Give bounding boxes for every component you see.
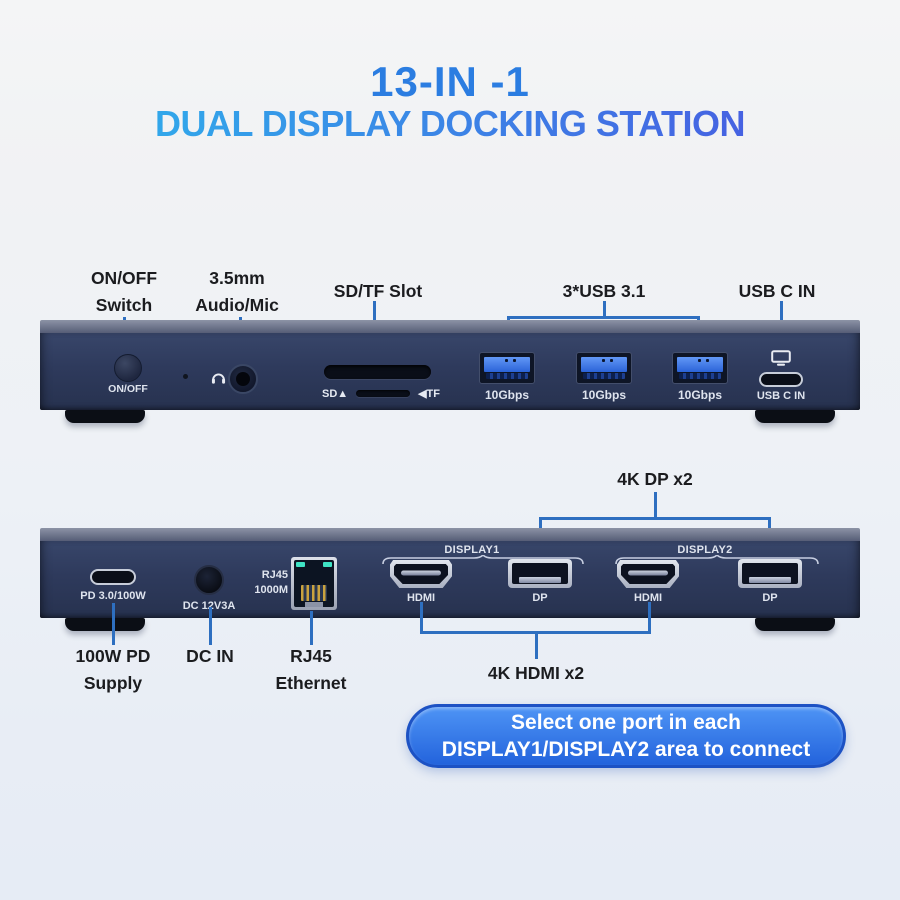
bracket-dp-horizontal <box>539 517 771 520</box>
bracket-hdmi-left <box>420 602 423 634</box>
led-indicator <box>183 374 188 379</box>
power-button-label: ON/OFF <box>108 383 148 395</box>
usb-contacts <box>679 373 721 379</box>
label-ethernet: Ethernet <box>275 673 347 693</box>
ethernet-port-inner <box>294 560 334 607</box>
dp-port-2 <box>738 559 802 588</box>
usb-c-in-port-label: USB C IN <box>756 390 806 402</box>
usb-a-port-3 <box>672 352 728 384</box>
instruction-banner: Select one port in each DISPLAY1/DISPLAY… <box>406 704 846 768</box>
display1-group-label: DISPLAY1 <box>444 544 500 556</box>
label-usb31: 3*USB 3.1 <box>562 281 646 301</box>
title-line2: DUAL DISPLAY DOCKING STATION <box>0 103 900 145</box>
pd-port-label: PD 3.0/100W <box>80 590 146 602</box>
hdmi-port-1 <box>390 560 452 588</box>
dc-port-label: DC 12V3A <box>182 600 236 612</box>
usb-a-port-2 <box>576 352 632 384</box>
usb-contacts <box>583 373 625 379</box>
hdmi-slit <box>628 570 668 576</box>
dock-front-face: ON/OFF SD▲ ◀TF <box>40 333 860 410</box>
label-sd-tf-slot: SD/TF Slot <box>333 281 423 301</box>
dock-rear-face: PD 3.0/100W DC 12V3A RJ45 1000M DISPLAY1… <box>40 541 860 618</box>
dock-rear-view: PD 3.0/100W DC 12V3A RJ45 1000M DISPLAY1… <box>40 528 860 631</box>
dock-top-edge <box>40 320 860 333</box>
bracket-hdmi-stem <box>535 631 538 659</box>
usb-speed-label-1: 10Gbps <box>484 388 530 402</box>
dock-foot <box>65 618 145 631</box>
bracket-dp-stem <box>654 492 657 519</box>
monitor-icon <box>771 350 791 372</box>
label-100w-pd-supply: 100W PD Supply <box>76 643 151 697</box>
dock-foot <box>65 410 145 423</box>
ethernet-led-right <box>323 562 332 567</box>
usb-tongue <box>581 357 627 372</box>
bracket-usb-stem <box>603 301 606 317</box>
usb-c-in-port <box>759 372 803 387</box>
bracket-hdmi-right <box>648 602 651 634</box>
hdmi-port-2 <box>617 560 679 588</box>
label-rj45-ethernet: RJ45 Ethernet <box>276 643 347 697</box>
instruction-line2: DISPLAY1/DISPLAY2 area to connect <box>441 738 811 761</box>
label-rj45: RJ45 <box>290 646 332 666</box>
label-supply: Supply <box>83 673 143 693</box>
ethernet-led-left <box>296 562 305 567</box>
power-button <box>114 354 142 382</box>
rj45-label-line1: RJ45 <box>261 569 288 581</box>
display1-brace <box>382 555 584 564</box>
label-4k-hdmi: 4K HDMI x2 <box>487 663 585 683</box>
dock-front-view: ON/OFF SD▲ ◀TF <box>40 320 860 423</box>
label-switch: Switch <box>95 295 153 315</box>
dock-foot <box>755 410 835 423</box>
hdmi1-label: HDMI <box>406 592 436 604</box>
dp2-label: DP <box>762 592 778 604</box>
leader-line-dc <box>209 607 212 645</box>
usb-contacts <box>486 373 528 379</box>
sd-arrow-label: SD▲ <box>322 387 349 400</box>
title-line1: 13-IN -1 <box>370 58 530 105</box>
dp-tongue <box>749 577 791 583</box>
bracket-usb-horizontal <box>507 316 700 319</box>
ethernet-latch <box>305 602 323 607</box>
label-35mm: 3.5mm <box>209 268 265 288</box>
label-usb-c-in: USB C IN <box>738 281 816 301</box>
dp-tongue <box>519 577 561 583</box>
dp-port-1 <box>508 559 572 588</box>
usb-speed-label-3: 10Gbps <box>677 388 723 402</box>
ethernet-pins <box>301 585 327 601</box>
leader-line-rj45 <box>310 611 313 645</box>
label-4k-dp: 4K DP x2 <box>617 469 693 489</box>
label-audio-mic: 3.5mm Audio/Mic <box>195 265 279 319</box>
headphone-icon <box>211 371 226 390</box>
tf-slot-row: SD▲ ◀TF <box>322 387 440 401</box>
pd-usb-c-port <box>90 569 136 585</box>
ethernet-port <box>291 557 337 610</box>
hdmi2-label: HDMI <box>633 592 663 604</box>
usb-tongue <box>484 357 530 372</box>
label-on-off-switch: ON/OFF Switch <box>91 265 157 319</box>
label-100w-pd: 100W PD <box>75 646 151 666</box>
display2-group-label: DISPLAY2 <box>677 544 733 556</box>
label-on-off: ON/OFF <box>90 268 158 288</box>
dp1-label: DP <box>532 592 548 604</box>
tf-arrow-label: ◀TF <box>418 388 440 400</box>
display2-brace <box>615 555 819 564</box>
usb-a-port-1 <box>479 352 535 384</box>
rj45-label-line2: 1000M <box>254 584 288 596</box>
usb-speed-label-2: 10Gbps <box>581 388 627 402</box>
usb-tongue <box>677 357 723 372</box>
tf-card-slot <box>356 390 411 397</box>
audio-jack-port <box>228 364 258 394</box>
dock-foot <box>755 618 835 631</box>
dock-top-edge <box>40 528 860 541</box>
dc-power-jack <box>194 565 224 595</box>
label-dc-in: DC IN <box>186 646 234 666</box>
audio-jack-hole <box>236 372 250 386</box>
rj45-port-label: RJ45 1000M <box>228 568 288 598</box>
hdmi-slit <box>401 570 441 576</box>
label-audio: Audio/Mic <box>195 295 279 315</box>
leader-line-pd <box>112 603 115 645</box>
sd-card-slot <box>324 365 431 379</box>
instruction-line1: Select one port in each <box>511 711 741 734</box>
